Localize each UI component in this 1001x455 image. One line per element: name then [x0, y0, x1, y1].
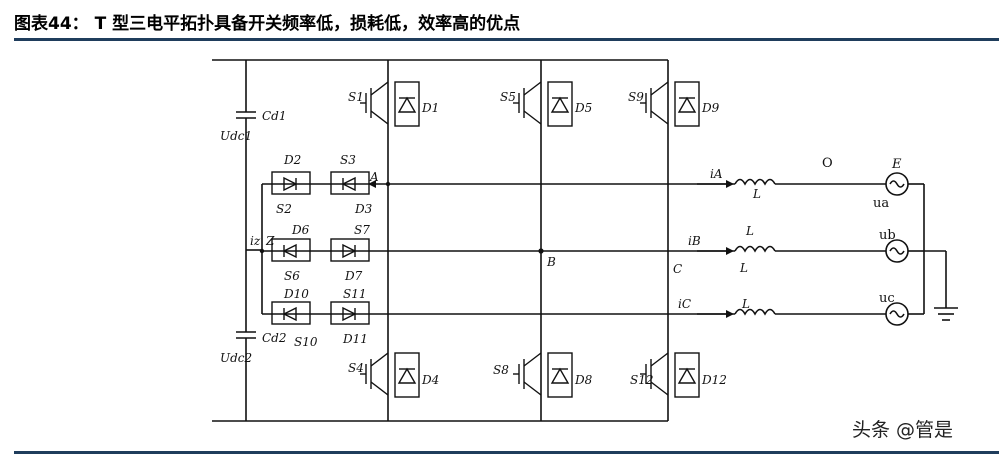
label-ia: iA: [710, 167, 723, 181]
igbt-s1: [360, 81, 420, 127]
footer-rule: [14, 451, 999, 454]
igbt-s5: [513, 81, 573, 127]
label-ua: ua: [873, 196, 889, 211]
junction-dot: [259, 248, 265, 254]
label-d2: D2: [283, 153, 301, 167]
label-d1: D1: [421, 101, 439, 115]
label-ub: ub: [879, 228, 896, 243]
label-d4: D4: [421, 373, 439, 387]
figure-title: 图表44： T 型三电平拓扑具备开关频率低，损耗低，效率高的优点: [14, 14, 521, 34]
label-ib: iB: [688, 234, 701, 248]
bidirectional-switch-c: [271, 301, 370, 325]
label-s5: S5: [500, 90, 516, 104]
label-l-a: L: [752, 187, 761, 201]
igbt-s4: [360, 352, 420, 398]
label-d11: D11: [342, 332, 368, 346]
label-s10: S10: [294, 335, 318, 349]
label-s12: S12: [630, 373, 654, 387]
label-ic: iC: [678, 297, 691, 311]
header-rule: [14, 38, 999, 41]
label-s9: S9: [628, 90, 644, 104]
label-iz: iz: [250, 234, 261, 248]
igbt-s8: [513, 352, 573, 398]
arrowhead-icon: [368, 180, 376, 188]
label-b: B: [546, 255, 556, 269]
junction-dot: [385, 181, 391, 187]
junction-dot: [538, 248, 544, 254]
label-d3: D3: [354, 202, 373, 216]
label-d8: D8: [574, 373, 593, 387]
label-z: Z: [265, 234, 275, 248]
label-d9: D9: [701, 101, 720, 115]
label-d6: D6: [291, 223, 310, 237]
label-l-c: L: [741, 297, 750, 311]
label-s11: S11: [343, 287, 367, 301]
arrowhead-icon: [726, 310, 734, 318]
label-cd1: Cd1: [262, 109, 287, 123]
label-e: E: [891, 157, 902, 172]
label-c: C: [673, 262, 682, 276]
label-s4: S4: [348, 361, 364, 375]
sine-icon: [889, 180, 905, 188]
inductor-a-coil: [734, 178, 776, 186]
label-s6: S6: [284, 269, 300, 283]
label-s3: S3: [340, 153, 356, 167]
watermark: 头条 @管是: [852, 419, 954, 441]
label-s8: S8: [493, 363, 509, 377]
label-d5: D5: [574, 101, 592, 115]
arrowhead-icon: [726, 180, 734, 188]
sine-icon: [889, 247, 905, 255]
label-o: O: [822, 156, 833, 171]
label-s7: S7: [354, 223, 370, 237]
figure-header: 图表44： T 型三电平拓扑具备开关频率低，损耗低，效率高的优点: [0, 0, 1001, 40]
label-cd2: Cd2: [262, 331, 287, 345]
label-l-b2: L: [739, 261, 748, 275]
label-ud1: Udc1: [220, 129, 252, 143]
inductor-b-coil: [734, 245, 776, 253]
inductor-c-coil: [734, 308, 776, 316]
label-a: A: [369, 170, 379, 184]
label-ud2: Udc2: [220, 351, 252, 365]
bidirectional-switch-a: [271, 171, 370, 195]
label-d10: D10: [283, 287, 309, 301]
label-s1: S1: [348, 90, 364, 104]
arrowhead-icon: [726, 247, 734, 255]
label-l-b: L: [745, 224, 754, 238]
label-d12: D12: [701, 373, 727, 387]
igbt-s12: [640, 352, 700, 398]
igbt-s9: [640, 81, 700, 127]
bidirectional-switch-b: [271, 238, 370, 262]
label-s2: S2: [276, 202, 292, 216]
label-uc: uc: [879, 291, 895, 306]
label-d7: D7: [344, 269, 363, 283]
sine-icon: [889, 310, 905, 318]
